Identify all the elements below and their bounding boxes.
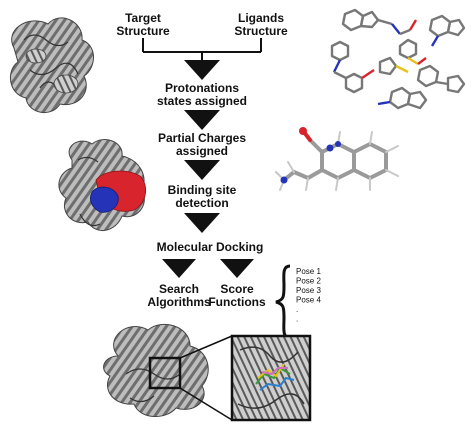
zoomed-binding-pocket-image	[230, 334, 312, 422]
target-protein-image	[10, 17, 94, 113]
pose-item: Pose 3	[296, 286, 321, 295]
arrow-down-2	[184, 110, 220, 130]
poses-brace	[275, 264, 291, 340]
pose-item: Pose 2	[296, 277, 321, 286]
binding-site-label-line1: Binding site	[168, 183, 237, 197]
arrow-down-3	[184, 160, 220, 180]
partial-charges-label-line1: Partial Charges	[158, 131, 246, 145]
zoom-region-box	[148, 356, 182, 390]
protonation-label-line1: Protonations	[165, 81, 239, 95]
arrow-down-4	[184, 213, 220, 233]
score-label-line1: Score	[220, 282, 254, 296]
target-label-line2: Structure	[116, 24, 170, 38]
molecular-docking-label: Molecular Docking	[157, 240, 264, 254]
ligand-3d-structure-image	[275, 127, 399, 191]
ligands-label-line2: Structure	[234, 24, 288, 38]
pose-item: .	[296, 305, 298, 314]
binding-site-protein-image	[58, 139, 147, 231]
search-label-line2: Algorithms	[147, 295, 211, 309]
pose-item: Pose 1	[296, 267, 321, 276]
ligand-library-image	[330, 8, 466, 110]
arrow-down-search	[162, 259, 196, 278]
merge-connector	[142, 38, 262, 60]
partial-charges-label-line2: assigned	[176, 144, 228, 158]
arrow-down-score	[220, 259, 254, 278]
pose-item: Pose 4	[296, 296, 321, 305]
protonation-label-line2: states assigned	[157, 94, 247, 108]
search-label-line1: Search	[159, 282, 199, 296]
binding-site-label-line2: detection	[175, 196, 228, 210]
ligands-label-line1: Ligands	[238, 11, 284, 25]
docked-complex-image	[103, 323, 233, 421]
score-label-line2: Functions	[208, 295, 266, 309]
pose-item: .	[296, 315, 298, 324]
arrow-down-1	[184, 60, 220, 80]
target-label-line1: Target	[125, 11, 161, 25]
